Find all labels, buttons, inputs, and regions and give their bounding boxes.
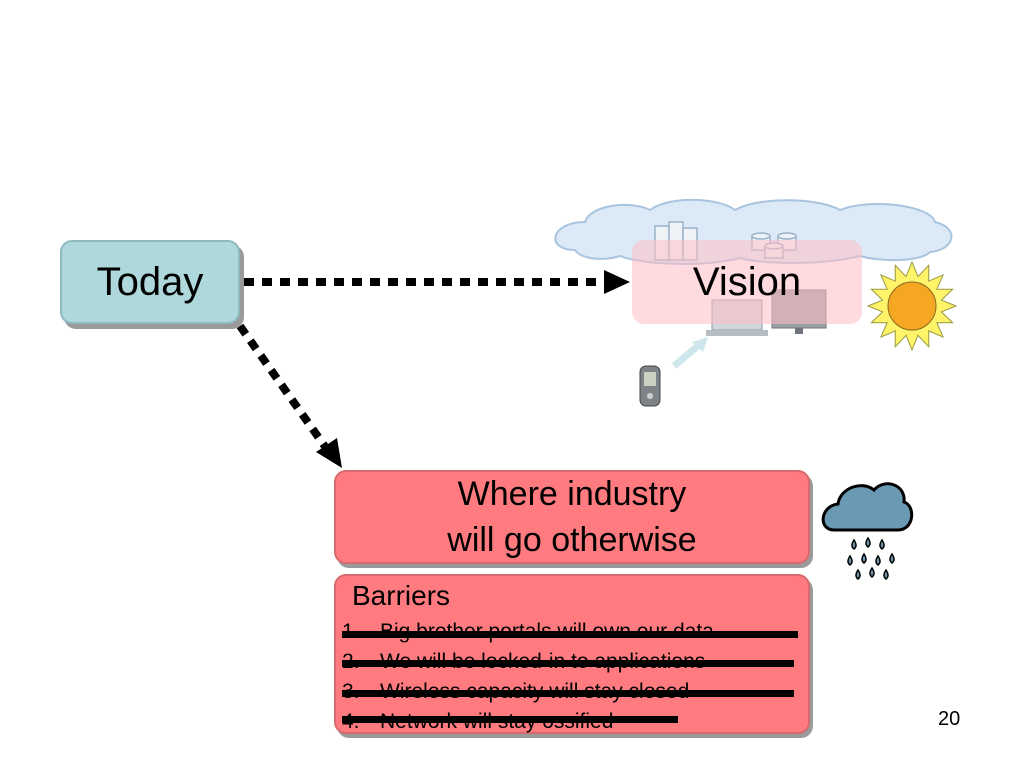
barriers-panel: Barriers 1.Big brother portals will own … (334, 574, 810, 734)
arrow-today-to-otherwise (236, 323, 342, 468)
sync-arrow-icon (671, 337, 708, 369)
otherwise-node: Where industry will go otherwise (334, 470, 810, 564)
vision-label: Vision (692, 259, 802, 304)
rain-cloud-icon (821, 482, 914, 580)
strikethrough-line (342, 660, 794, 667)
otherwise-label-line2: will go otherwise (447, 521, 697, 559)
strikethrough-line (342, 716, 678, 723)
barriers-title: Barriers (352, 580, 451, 611)
sun-icon (866, 260, 958, 352)
strikethrough-line (342, 690, 794, 697)
page-number: 20 (938, 708, 961, 730)
strikethrough-line (342, 631, 798, 638)
phone-icon (639, 365, 661, 407)
otherwise-label-line1: Where industry (457, 475, 687, 513)
today-node: Today (60, 240, 240, 324)
arrow-today-to-vision (244, 270, 630, 294)
today-label: Today (96, 259, 204, 304)
vision-node: Vision (632, 240, 862, 324)
